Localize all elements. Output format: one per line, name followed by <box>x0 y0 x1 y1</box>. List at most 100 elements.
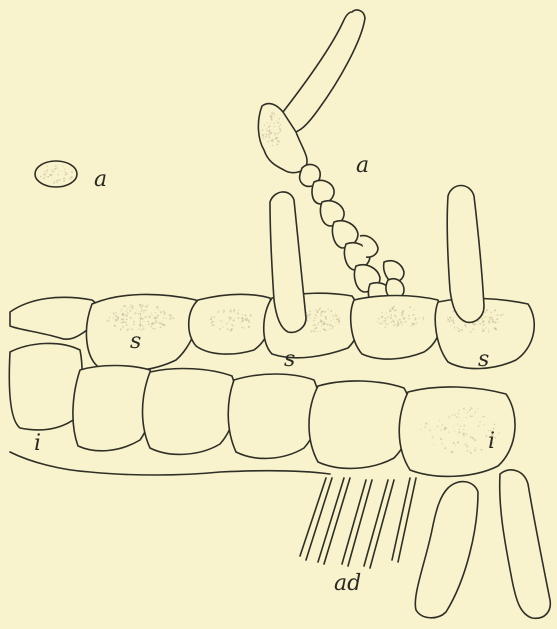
stipple-dot <box>412 314 414 316</box>
stipple-dot <box>139 317 141 319</box>
stipple-dot <box>147 304 148 305</box>
stipple-dot <box>127 312 129 314</box>
stipple-dot <box>454 430 455 431</box>
label-a-granule: a <box>94 167 107 192</box>
stipple-dot <box>109 321 110 322</box>
stipple-dot <box>158 309 159 310</box>
stipple-dot <box>159 321 160 322</box>
stipple-dot <box>463 425 465 427</box>
stipple-dot <box>330 310 332 312</box>
stipple-dot <box>241 317 243 319</box>
stipple-dot <box>391 322 392 323</box>
label-ad: ad <box>334 571 361 596</box>
stipple-dot <box>381 312 382 313</box>
stipple-dot <box>500 314 502 316</box>
stipple-dot <box>166 318 167 319</box>
stipple-dot <box>268 126 270 128</box>
stipple-dot <box>325 311 327 313</box>
stipple-dot <box>467 411 468 412</box>
stipple-dot <box>422 317 424 319</box>
stipple-dot <box>47 165 48 166</box>
label-s-left: s <box>130 329 141 354</box>
stipple-dot <box>271 116 273 118</box>
stipple-dot <box>314 320 315 321</box>
stipple-dot <box>313 330 315 332</box>
stipple-dot <box>123 314 124 315</box>
stipple-dot <box>271 112 273 114</box>
stipple-dot <box>453 317 454 318</box>
stipple-dot <box>115 312 117 314</box>
stipple-dot <box>482 328 483 329</box>
stipple-dot <box>223 310 225 312</box>
stipple-dot <box>457 413 459 415</box>
stipple-dot <box>378 318 380 320</box>
stipple-dot <box>494 424 496 426</box>
stipple-dot <box>141 309 142 310</box>
stipple-dot <box>404 321 405 322</box>
stipple-dot <box>384 318 385 319</box>
stipple-dot <box>315 309 317 311</box>
stipple-dot <box>140 306 142 308</box>
stipple-dot <box>277 133 279 135</box>
stipple-dot <box>63 178 65 180</box>
stipple-dot <box>312 325 313 326</box>
stipple-dot <box>392 319 393 320</box>
stipple-dot <box>171 315 172 316</box>
stipple-dot <box>308 314 310 316</box>
stipple-dot <box>397 320 398 321</box>
stipple-dot <box>458 432 459 433</box>
stipple-dot <box>447 317 448 318</box>
stipple-dot <box>462 433 464 435</box>
stipple-dot <box>489 319 490 320</box>
stipple-dot <box>157 315 159 317</box>
stipple-dot <box>155 320 157 322</box>
stipple-dot <box>447 319 449 321</box>
stipple-dot <box>125 305 126 306</box>
stipple-dot <box>115 319 117 321</box>
stipple-dot <box>453 426 454 427</box>
stipple-dot <box>121 309 122 310</box>
stipple-dot <box>234 320 235 321</box>
stipple-dot <box>250 315 252 317</box>
stipple-dot <box>444 429 446 431</box>
stipple-dot <box>485 327 486 328</box>
stipple-dot <box>154 328 156 330</box>
stipple-dot <box>307 320 309 322</box>
stipple-dot <box>267 141 269 143</box>
stipple-dot <box>52 170 53 171</box>
stipple-dot <box>458 330 460 332</box>
stipple-dot <box>315 314 317 316</box>
stipple-dot <box>242 320 244 322</box>
stipple-dot <box>43 177 45 179</box>
stipple-dot <box>145 309 146 310</box>
stipple-dot <box>217 311 219 313</box>
stipple-dot <box>126 315 128 317</box>
stipple-dot <box>453 442 455 444</box>
stipple-dot <box>241 322 242 323</box>
stipple-dot <box>113 312 115 314</box>
stipple-dot <box>492 319 494 321</box>
stipple-dot <box>170 319 171 320</box>
stipple-dot <box>479 421 480 422</box>
stipple-dot <box>132 307 134 309</box>
stipple-dot <box>162 310 164 312</box>
stipple-dot <box>127 309 128 310</box>
label-i-right: i <box>488 429 495 454</box>
stipple-dot <box>54 168 56 170</box>
stipple-dot <box>433 444 434 445</box>
stipple-dot <box>450 325 451 326</box>
stipple-dot <box>310 318 311 319</box>
stipple-dot <box>318 322 319 323</box>
stipple-dot <box>112 317 113 318</box>
stipple-dot <box>401 314 403 316</box>
stipple-dot <box>466 433 468 435</box>
stipple-dot <box>424 426 426 428</box>
stipple-dot <box>64 169 65 170</box>
stipple-dot <box>63 165 64 166</box>
stipple-dot <box>140 313 141 314</box>
stipple-dot <box>214 316 216 318</box>
stipple-dot <box>416 322 417 323</box>
stipple-dot <box>403 318 405 320</box>
stipple-dot <box>393 306 395 308</box>
stipple-dot <box>56 180 58 182</box>
